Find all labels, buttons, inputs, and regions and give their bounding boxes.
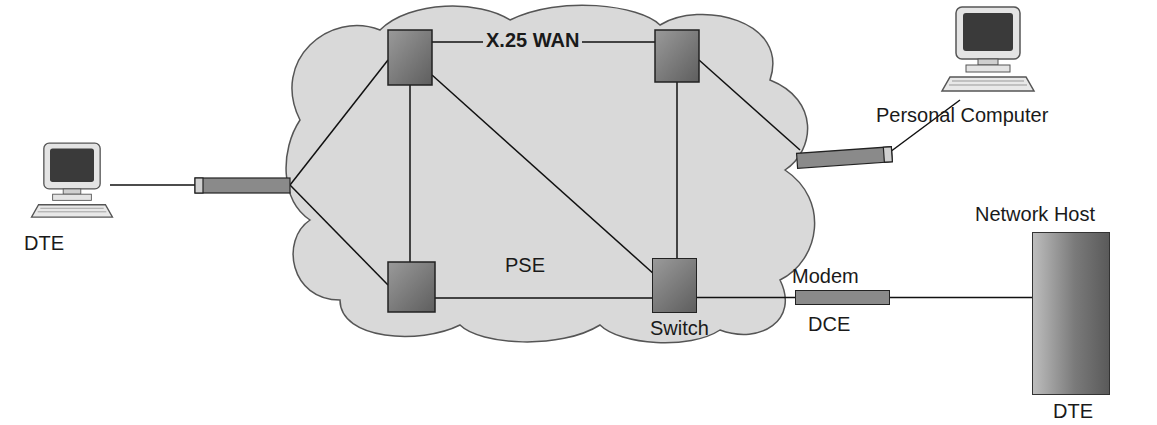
- trunk-lines: [110, 42, 960, 298]
- switch-boxes: [388, 30, 699, 312]
- network-cloud: [286, 5, 815, 343]
- computer-icon: [938, 4, 1038, 96]
- dce-label: DCE: [808, 313, 850, 336]
- network-host-tower: Network HostDTE: [1032, 232, 1110, 395]
- link-line: [890, 297, 1032, 299]
- switch-label: Switch: [650, 317, 709, 340]
- switch-box: Switch: [652, 258, 697, 313]
- modem-label: Modem: [792, 265, 859, 288]
- modem-box: ModemDCE: [795, 290, 890, 305]
- personal-computer: Personal Computer: [938, 4, 1038, 96]
- device-label: Personal Computer: [876, 104, 1048, 127]
- network-label: PSE: [505, 254, 545, 277]
- link-line: [697, 297, 795, 299]
- dte-label: DTE: [1053, 400, 1093, 423]
- device-label: DTE: [24, 232, 64, 255]
- host-label: Network Host: [975, 203, 1095, 226]
- terminal-computer: DTE: [28, 140, 116, 222]
- modem-boxes: [195, 147, 892, 193]
- network-cloud-area: X.25 WAN PSE Switch: [285, 0, 820, 345]
- network-title: X.25 WAN: [483, 29, 582, 52]
- computer-icon: [28, 140, 116, 222]
